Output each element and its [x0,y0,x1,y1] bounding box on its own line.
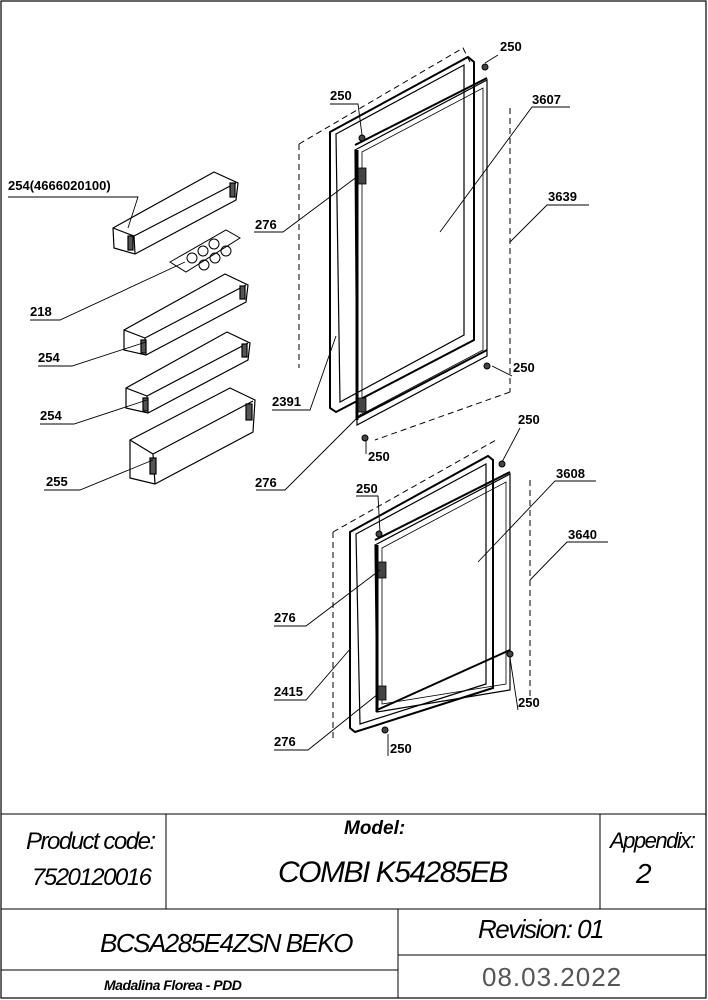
callout-218: 218 [30,304,52,319]
product-name: BCSA285E4ZSN BEKO [100,928,353,958]
callout-255: 255 [46,474,68,489]
upper-door-assembly [298,47,511,442]
door-shelf-255 [129,387,256,485]
callout-2415: 2415 [274,684,303,699]
author: Madalina Florea - PDD [104,977,242,993]
callout-250: 250 [356,481,378,496]
egg-tray-218 [169,229,241,273]
callout-250: 250 [513,360,535,375]
callout-labels: 250 250 3607 254(4666020100) 3639 276 21… [8,39,597,756]
callout-3640: 3640 [568,527,597,542]
callout-250: 250 [390,741,412,756]
revision: Revision: 01 [478,914,605,944]
lower-door-assembly [332,439,531,740]
appendix-value: 2 [636,858,652,889]
callout-250: 250 [518,412,540,427]
callout-276: 276 [255,217,277,232]
callout-254: 254 [40,408,62,423]
callout-276: 276 [274,734,296,749]
date: 08.03.2022 [482,962,623,992]
door-shelf-254-lower [125,331,251,414]
callout-276: 276 [255,475,277,490]
callout-276: 276 [274,610,296,625]
appendix-label: Appendix: [610,828,696,853]
product-code-label: Product code: [26,828,156,855]
callout-250: 250 [368,449,390,464]
callout-3639: 3639 [548,189,577,204]
callout-250: 250 [500,39,522,54]
callout-250: 250 [330,88,352,103]
model-value: COMBI K54285EB [278,856,509,889]
product-code-value: 7520120016 [32,864,152,891]
callout-254-part: 254(4666020100) [8,178,111,193]
door-shelf-254-top [112,171,239,255]
door-shelf-254-middle [123,273,249,356]
callout-2391: 2391 [272,394,301,409]
callout-3608: 3608 [556,466,585,481]
callout-250: 250 [518,695,540,710]
leader-lines [8,54,608,756]
callout-3607: 3607 [532,92,561,107]
callout-254: 254 [38,350,60,365]
model-label: Model: [344,818,406,839]
title-block-grid [1,813,706,998]
